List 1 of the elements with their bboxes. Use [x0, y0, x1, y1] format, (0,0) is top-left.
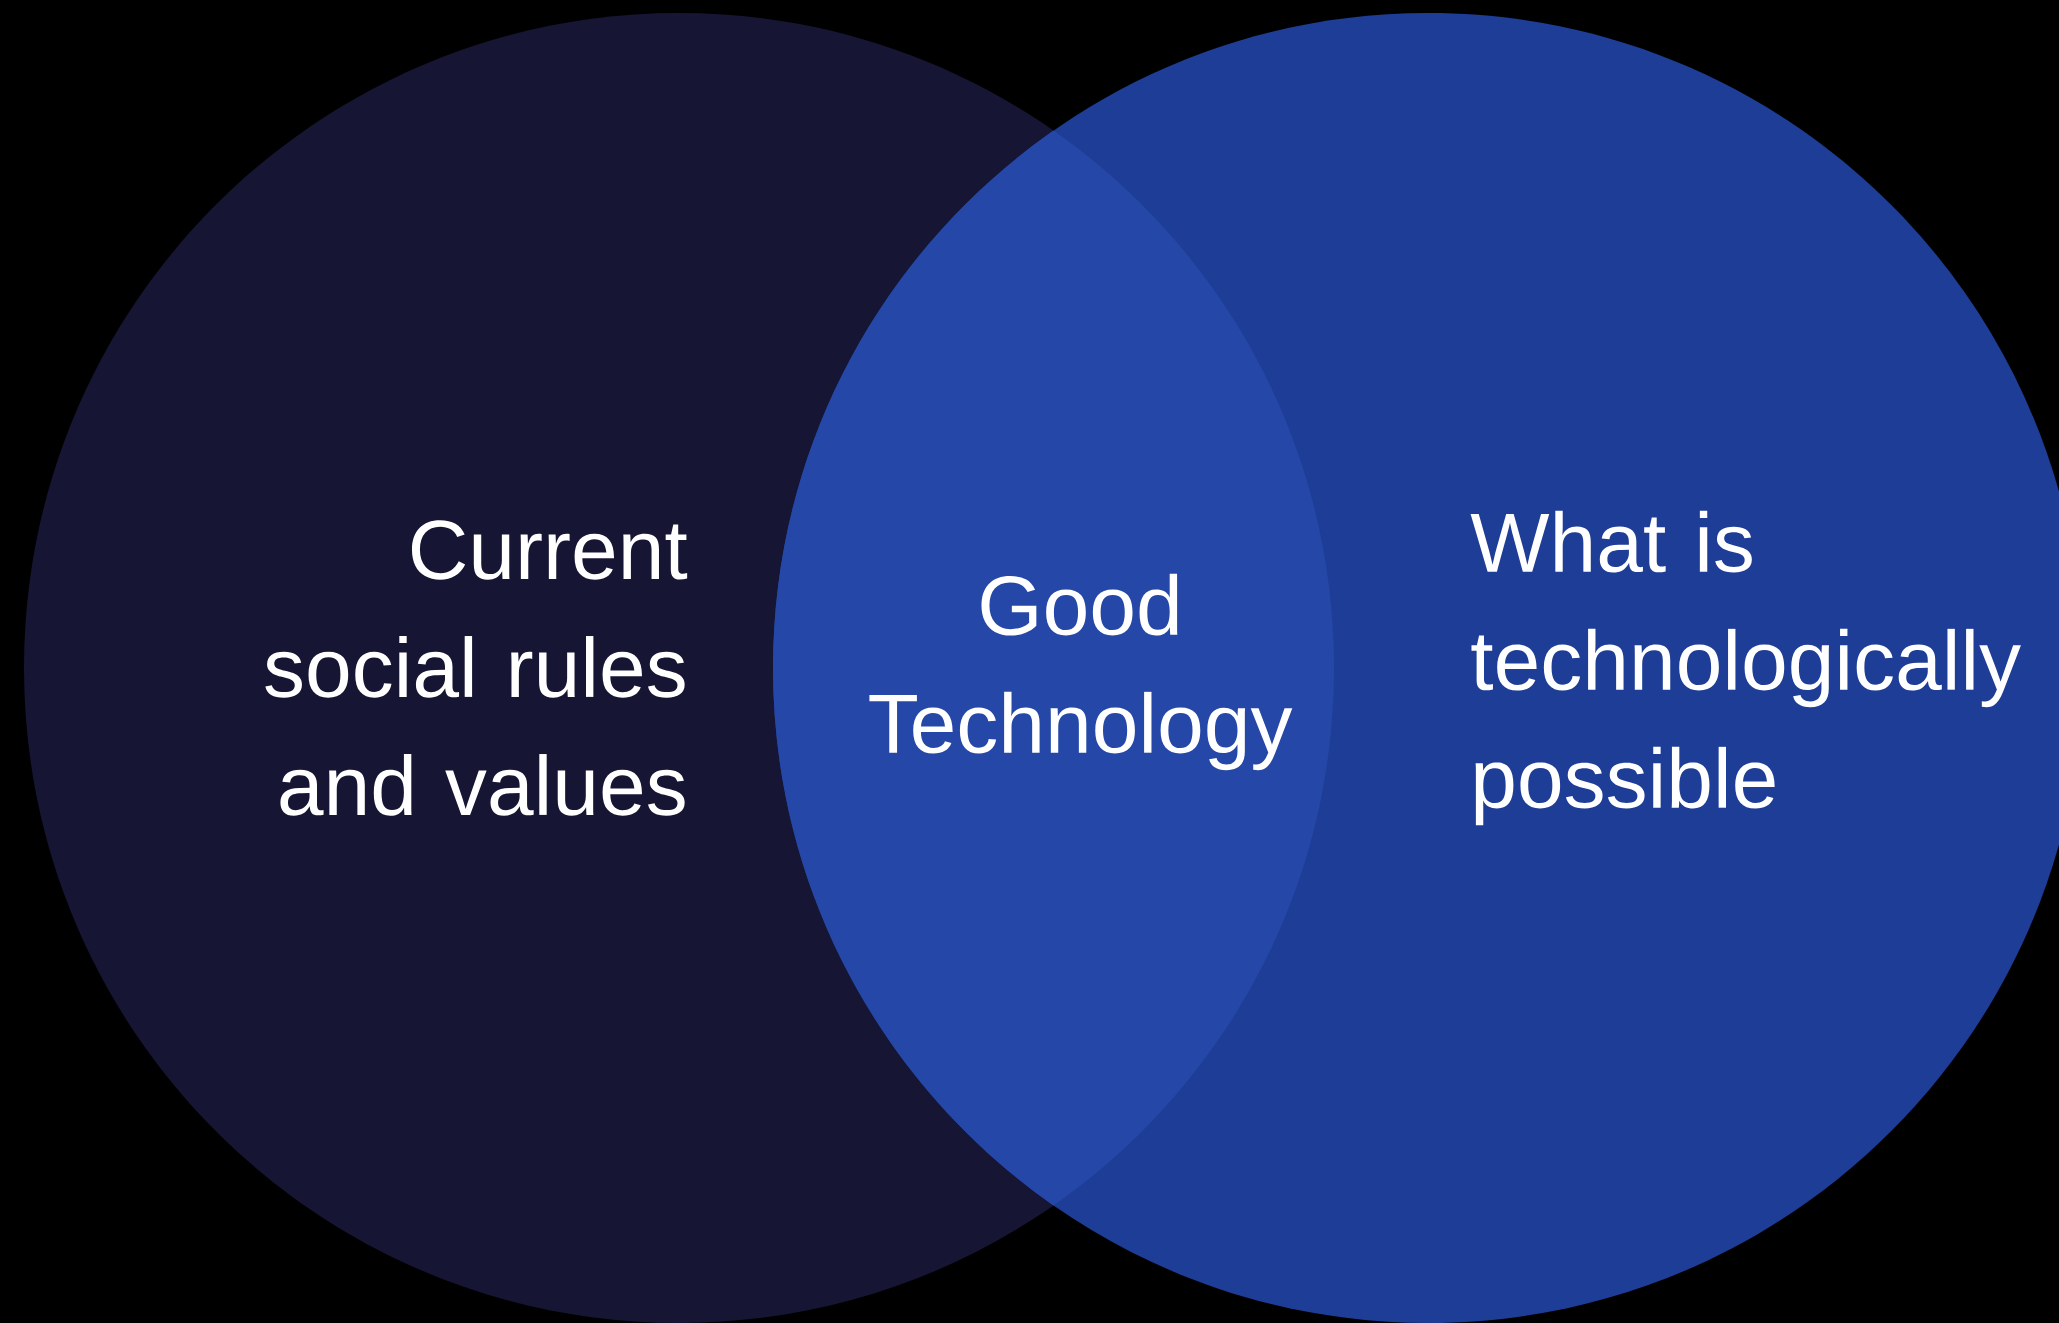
overlap-region: Good Technology [869, 573, 1293, 771]
